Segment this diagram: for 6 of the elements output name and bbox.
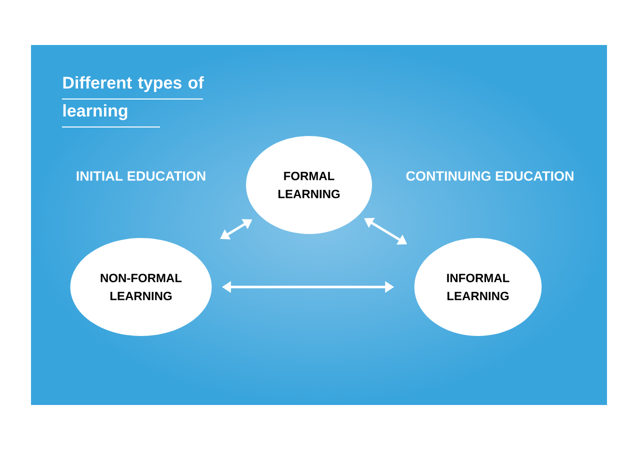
ellipse-node: FORMAL LEARNING [246, 136, 372, 234]
title: Different types of learning [62, 76, 204, 128]
section-label: CONTINUING EDUCATION [406, 171, 574, 181]
section-label: INITIAL EDUCATION [76, 171, 206, 181]
ellipse-node: NON-FORMAL LEARNING [70, 238, 212, 336]
ellipse-node: INFORMAL LEARNING [414, 238, 542, 336]
